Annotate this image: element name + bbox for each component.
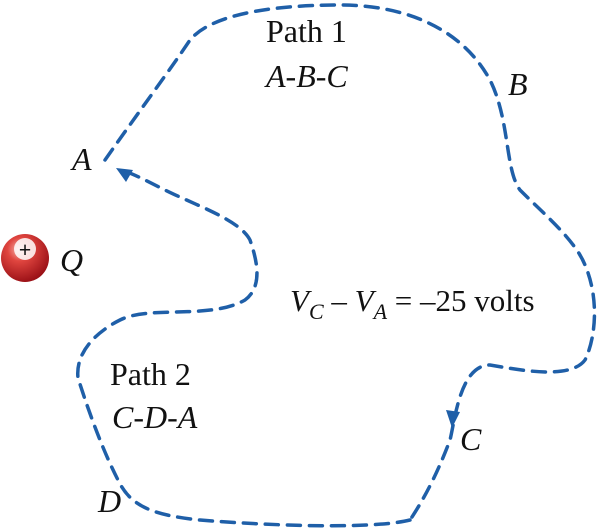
eq-rhs: = –25 volts xyxy=(387,283,535,318)
charge-plus-badge xyxy=(14,238,36,260)
path-2-route: C-D-A xyxy=(112,399,198,435)
charge-label: Q xyxy=(60,242,83,278)
arrow-head-toward-c xyxy=(446,410,460,428)
path-2-curve xyxy=(76,168,412,528)
charge-plus-sign: + xyxy=(19,237,32,262)
arrow-head-toward-a xyxy=(116,168,133,182)
eq-v1: V xyxy=(290,283,312,318)
path-1-route: A-B-C xyxy=(264,58,348,94)
point-c-label: C xyxy=(460,421,482,457)
point-d-label: D xyxy=(97,483,121,519)
eq-sub-a: A xyxy=(372,299,388,324)
eq-v2: V xyxy=(355,283,377,318)
point-b-label: B xyxy=(508,66,528,102)
path-1-title: Path 1 xyxy=(266,13,347,49)
path-2-title: Path 2 xyxy=(110,356,191,392)
eq-sub-c: C xyxy=(309,299,324,324)
eq-minus: – xyxy=(324,283,355,318)
potential-difference-equation: VC – VA = –25 volts xyxy=(290,283,535,324)
point-a-label: A xyxy=(70,141,92,177)
